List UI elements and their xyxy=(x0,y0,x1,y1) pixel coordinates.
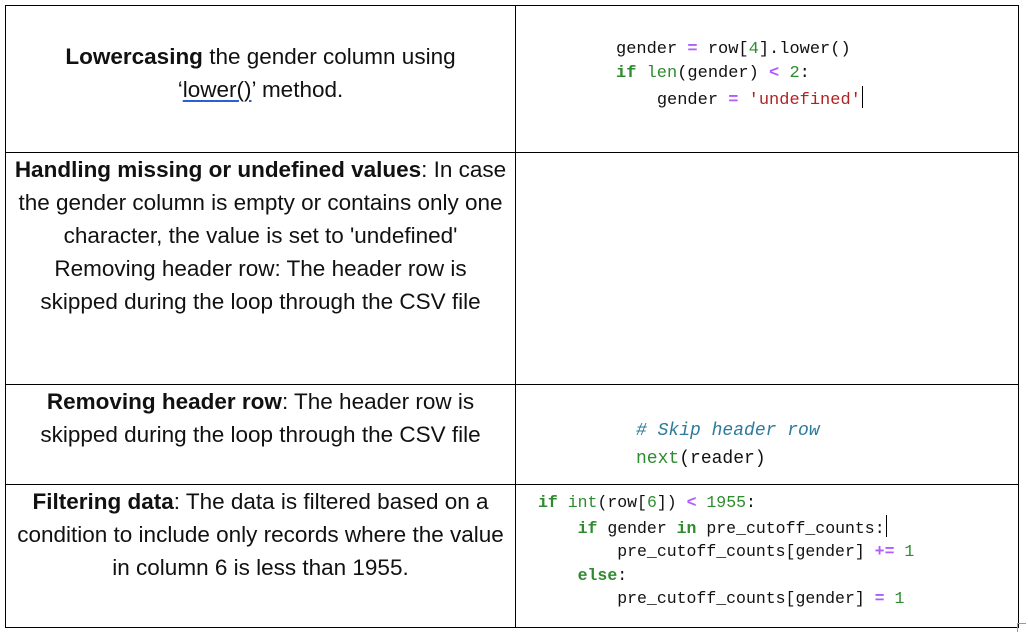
table-row: Filtering data: The data is filtered bas… xyxy=(5,484,1019,628)
description-cell: Handling missing or undefined values: In… xyxy=(5,152,516,385)
code-cell: # Skip header row next(reader) xyxy=(515,384,1019,485)
description-bold: Lowercasing xyxy=(65,44,203,69)
description-cell: Removing header row: The header row is s… xyxy=(5,384,516,485)
lower-method-link[interactable]: lower() xyxy=(182,77,252,102)
code-cell-empty xyxy=(515,152,1019,385)
code-cell: if int(row[6]) < 1955: if gender in pre_… xyxy=(515,484,1019,628)
code-cell: gender = row[4].lower() if len(gender) <… xyxy=(515,5,1019,153)
table-row: Removing header row: The header row is s… xyxy=(5,384,1019,485)
document-table: Lowercasing the gender column using ‘low… xyxy=(5,5,1019,628)
description-cell: Lowercasing the gender column using ‘low… xyxy=(5,5,516,153)
table-row: Handling missing or undefined values: In… xyxy=(5,152,1019,385)
page-corner-mark xyxy=(1017,623,1026,632)
description-cell: Filtering data: The data is filtered bas… xyxy=(5,484,516,628)
code-block: # Skip header row next(reader) xyxy=(636,421,820,469)
description-text: Lowercasing the gender column using ‘low… xyxy=(65,44,456,102)
code-block: gender = row[4].lower() if len(gender) <… xyxy=(616,40,863,110)
text-cursor xyxy=(861,86,863,108)
description-text: Handling missing or undefined values: In… xyxy=(14,157,507,314)
description-text: Filtering data: The data is filtered bas… xyxy=(17,489,504,580)
description-text: Removing header row: The header row is s… xyxy=(40,389,481,447)
code-comment: # Skip header row xyxy=(636,421,820,441)
code-block: if int(row[6]) < 1955: if gender in pre_… xyxy=(538,493,915,608)
table-row: Lowercasing the gender column using ‘low… xyxy=(5,5,1019,153)
text-cursor xyxy=(885,514,887,537)
